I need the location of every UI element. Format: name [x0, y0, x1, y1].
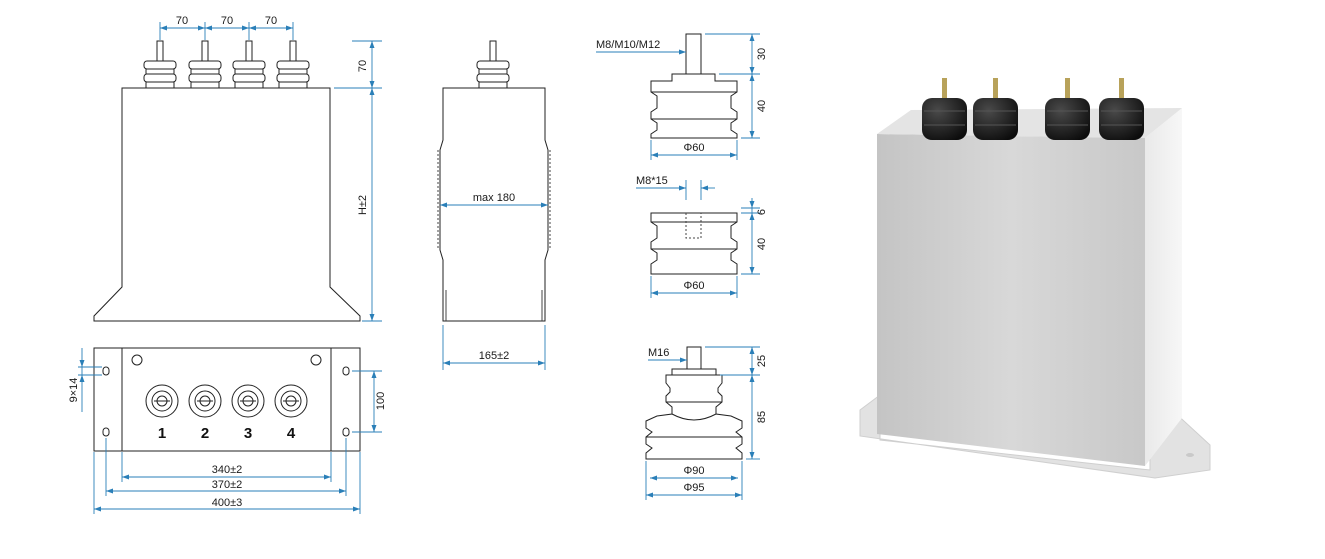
width-label-370: 370±2 — [212, 479, 243, 491]
terminal-detail-a: M8/M10/M12 30 40 Φ60 — [596, 33, 768, 160]
terminal-a-insulator-height-label: 40 — [756, 100, 768, 112]
terminal-height-label: 70 — [357, 60, 369, 72]
terminal-number-3: 3 — [244, 425, 252, 442]
terminal-detail-c: M16 25 85 Φ90 Φ95 — [645, 346, 768, 500]
terminal-1-profile — [143, 40, 177, 89]
terminal-b-insulator-height-label: 40 — [756, 238, 768, 250]
terminal-3-profile — [232, 40, 266, 89]
slot-label: 9×14 — [68, 378, 80, 403]
side-view: max 180 165±2 — [437, 40, 551, 370]
terminal-b-offset-label: 6 — [756, 209, 768, 215]
terminal-a-stud-height-label: 30 — [756, 48, 768, 60]
top-terminal-4 — [274, 384, 308, 418]
width-dimensions: 340±2 370±2 400±3 — [93, 438, 361, 514]
photo-insulator-3 — [1045, 98, 1090, 140]
terminal-a-diameter-label: Φ60 — [683, 142, 704, 154]
body-height-label: H±2 — [357, 195, 369, 215]
terminal-detail-b: M8*15 6 40 Φ60 — [636, 175, 768, 298]
thickness-dimension: max 180 — [440, 192, 548, 208]
pitch-label-3: 70 — [265, 15, 277, 27]
pitch-dimension: 70 70 70 — [159, 15, 294, 40]
pitch-label-2: 70 — [221, 15, 233, 27]
mount-hole-spacing-dimension: 100 — [352, 370, 387, 433]
thickness-max-label: max 180 — [473, 192, 515, 204]
side-terminal-profile — [476, 40, 510, 89]
product-photo — [843, 60, 1223, 482]
front-terminals — [143, 40, 310, 89]
terminal-4-profile — [276, 40, 310, 89]
width-label-340: 340±2 — [212, 464, 243, 476]
front-view: 70 70 70 70 H±2 — [93, 15, 382, 322]
terminal-2-profile — [188, 40, 222, 89]
top-terminal-3 — [231, 384, 265, 418]
photo-insulator-1 — [922, 98, 967, 140]
terminal-c-stud-height-label: 25 — [756, 355, 768, 367]
terminal-number-1: 1 — [158, 425, 166, 442]
terminal-c-insulator-height-label: 85 — [756, 411, 768, 423]
terminal-c-thread-label: M16 — [648, 347, 669, 359]
width-label-400: 400±3 — [212, 497, 243, 509]
pitch-label-1: 70 — [176, 15, 188, 27]
top-terminals — [145, 384, 308, 418]
depth-dimension: 165±2 — [442, 325, 546, 370]
terminal-number-4: 4 — [287, 425, 296, 442]
depth-label: 165±2 — [479, 350, 510, 362]
top-terminal-1 — [145, 384, 179, 418]
photo-insulator-4 — [1099, 98, 1144, 140]
top-view: 1 2 3 4 9×14 100 — [68, 347, 387, 514]
mount-hole-spacing-label: 100 — [375, 392, 387, 410]
photo-insulator-2 — [973, 98, 1018, 140]
top-terminal-2 — [188, 384, 222, 418]
terminal-b-diameter-label: Φ60 — [683, 280, 704, 292]
height-dimension: 70 H±2 — [334, 40, 382, 322]
terminal-a-thread-label: M8/M10/M12 — [596, 39, 660, 51]
terminal-b-thread-label: M8*15 — [636, 175, 668, 187]
slot-dimension: 9×14 — [68, 348, 102, 412]
terminal-c-inner-diameter-label: Φ90 — [683, 465, 704, 477]
terminal-c-outer-diameter-label: Φ95 — [683, 482, 704, 494]
terminal-number-2: 2 — [201, 425, 209, 442]
